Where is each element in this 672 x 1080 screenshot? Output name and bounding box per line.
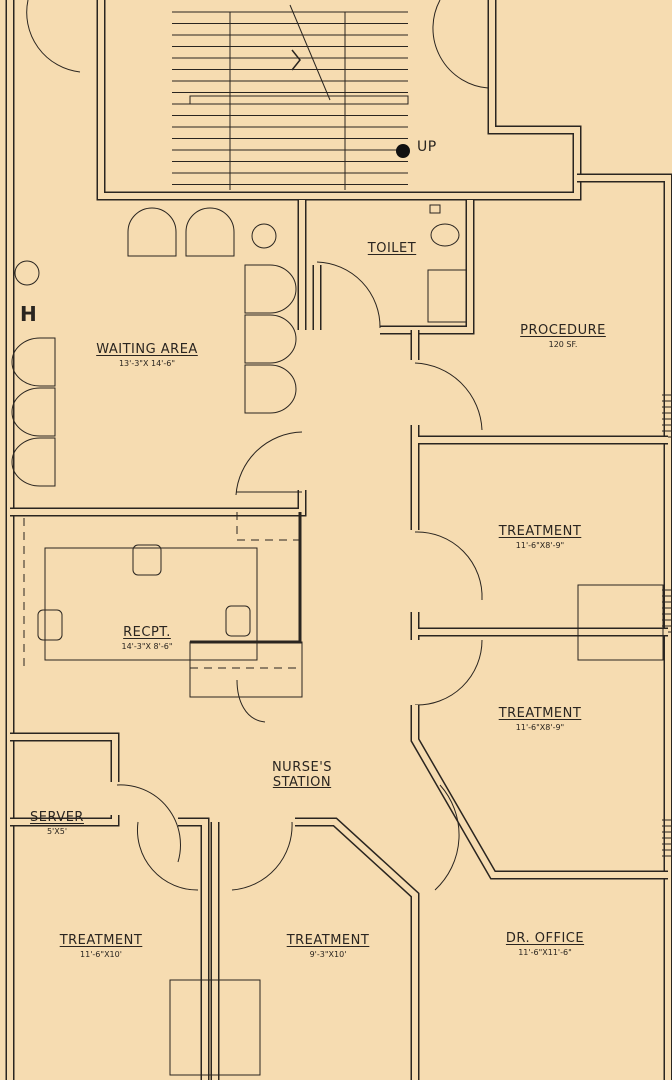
- room-size: 11'-6"X8'-9": [515, 541, 565, 550]
- toilet-door-swing: [316, 261, 381, 329]
- room-treatment-3: TREATMENT 11'-6"X10': [60, 933, 143, 959]
- nurse-station-label: NURSE'S STATION: [272, 760, 332, 790]
- server-wall-top-fill: [10, 734, 118, 782]
- room-name: TREATMENT: [286, 933, 370, 948]
- room-size: 13'-3"X 14'-6": [118, 359, 176, 368]
- room-size: 5'X5': [46, 827, 68, 836]
- treatment3-wall: [178, 817, 210, 1080]
- room-name: TREATMENT: [59, 933, 143, 948]
- treatment1-door-swing: [414, 531, 483, 601]
- room-size: 9'-3"X10': [309, 950, 347, 959]
- room-name: RECPT.: [123, 625, 171, 640]
- waiting-chair-icon: [244, 364, 297, 414]
- entry-door-swing: [26, 0, 81, 73]
- nurse-station-line1: NURSE'S: [271, 760, 333, 775]
- sink-icon: [427, 269, 467, 323]
- room-treatment-1: TREATMENT 11'-6"X8'-9": [499, 524, 582, 550]
- exam-table-icon: [169, 979, 261, 1076]
- treatment4-door-swing: [231, 821, 293, 891]
- room-toilet: TOILET: [368, 241, 416, 256]
- room-name: PROCEDURE: [520, 323, 606, 338]
- room-procedure: PROCEDURE 120 SF.: [520, 323, 606, 349]
- waiting-chair-icon: [127, 207, 177, 257]
- room-recept: RECPT. 14'-3"X 8'-6": [121, 625, 172, 651]
- server-wall-top: [10, 732, 120, 782]
- server-wall-bottom-fill: [10, 815, 118, 825]
- chair-icon: [132, 544, 162, 576]
- waiting-chair-icon: [185, 207, 235, 257]
- toilet-wall-right-fill: [380, 200, 473, 333]
- procedure-door-swing: [414, 362, 483, 431]
- stair-landing-rail: [189, 95, 409, 105]
- treatment3-door-swing: [136, 821, 199, 891]
- room-size: 14'-3"X 8'-6": [121, 642, 173, 651]
- recept-top-wall-fill: [10, 490, 305, 515]
- stair-door-swing: [432, 0, 489, 89]
- treatment3-wall-fill: [178, 819, 208, 1080]
- dr-office-door-swing: [434, 784, 460, 891]
- waiting-chair-icon: [244, 314, 297, 364]
- waiting-chair-icon: [11, 337, 56, 387]
- waiting-chair-icon: [11, 437, 56, 487]
- side-table-icon: [251, 223, 277, 249]
- recept-top-wall: [10, 490, 307, 517]
- room-name: WAITING AREA: [96, 342, 198, 357]
- room-dr-office: DR. OFFICE 11'-6"X11'-6": [506, 931, 584, 957]
- chair-icon: [225, 605, 251, 637]
- room-name: TREATMENT: [498, 524, 582, 539]
- stair-up-dot-icon: [396, 144, 410, 158]
- waiting-chair-icon: [11, 387, 56, 437]
- nurse-station-leader: [236, 679, 266, 723]
- stair-enclosure-wall: [96, 0, 582, 201]
- waiting-chair-icon: [244, 264, 297, 314]
- room-server: SERVER 5'X5': [30, 810, 84, 836]
- stair-break-line: [289, 4, 331, 101]
- stair-arrow-icon: [291, 49, 301, 71]
- exam-table-icon: [577, 584, 664, 661]
- stairs-up-label: UP: [417, 139, 437, 155]
- room-size: 11'-6"X11'-6": [518, 948, 572, 957]
- toilet-wall-right: [380, 200, 475, 335]
- room-treatment-2: TREATMENT 11'-6"X8'-9": [499, 706, 582, 732]
- toilet-paper-icon: [429, 204, 441, 214]
- room-name: DR. OFFICE: [505, 931, 585, 946]
- room-name: TOILET: [367, 241, 417, 256]
- exterior-wall-right-fill: [577, 175, 671, 1080]
- room-waiting-area: WAITING AREA 13'-3"X 14'-6": [96, 342, 198, 368]
- room-size: 11'-6"X8'-9": [515, 723, 565, 732]
- toilet-bowl-icon: [430, 223, 460, 247]
- room-size: 120 SF.: [548, 340, 578, 349]
- recept-desk-area: [44, 547, 258, 661]
- room-size: 11'-6"X10': [80, 950, 122, 959]
- waiting-door-swing: [235, 431, 303, 496]
- server-door-swing: [116, 784, 181, 863]
- room-treatment-4: TREATMENT 9'-3"X10': [287, 933, 370, 959]
- room-name: TREATMENT: [498, 706, 582, 721]
- room-name: SERVER: [30, 810, 84, 825]
- stair-enclosure-wall-fill: [98, 0, 580, 199]
- nurse-station-desk: [189, 641, 303, 698]
- side-table-icon: [14, 260, 40, 286]
- treatment2-door-swing: [414, 639, 483, 706]
- dr-office-wall-fill: [295, 819, 418, 1080]
- handicap-marker: H: [20, 302, 38, 326]
- chair-icon: [37, 609, 63, 641]
- nurse-station-counter: [190, 512, 302, 644]
- nurse-station-line2: STATION: [272, 775, 332, 790]
